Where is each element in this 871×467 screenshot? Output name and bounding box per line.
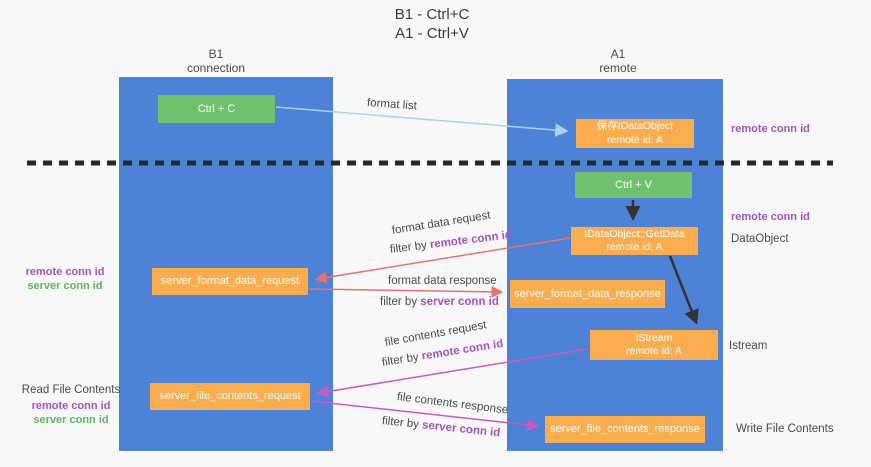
lane-b1-name: B1 [208,47,224,61]
remote-conn-id-text: remote conn id [420,337,505,363]
diagram-title: B1 - Ctrl+C A1 - Ctrl+V [332,6,532,44]
node-file-response-label: server_file_contents_response [550,423,700,436]
node-istream-line2: remote id: A [625,345,683,357]
node-istream: IStream remote id: A [590,330,718,360]
filter-by-text: filter by [381,350,423,369]
filter-by-text: filter by [381,415,423,432]
format-data-response-filter-label: filter by server conn id [380,296,499,308]
remote-conn-id-text: remote conn id [429,229,513,252]
node-format-response-label: server_format_data_response [514,287,661,300]
right-dataobject-label: DataObject [731,233,789,245]
file-contents-response-filter-label: filter by server conn id [381,415,500,439]
right-write-file-contents-label: Write File Contents [736,423,834,435]
lane-header-a1: A1 remote [558,47,678,76]
left-server-conn-id-bottom: server conn id [33,414,109,426]
node-format-request-label: server_format_data_request [160,275,300,288]
node-server-file-contents-response: server_file_contents_response [545,416,705,443]
node-idataobject-getdata: IDataObject::GetData remote id: A [571,227,698,255]
node-ctrl-v-label: Ctrl + V [615,178,652,191]
node-ctrl-v: Ctrl + V [575,172,692,198]
left-read-file-contents-label: Read File Contents [21,384,121,396]
format-data-response-label: format data response [388,275,497,287]
left-server-conn-id-mid: server conn id [27,280,103,292]
node-save-idataobject: 保存IDataObject remote id: A [576,119,694,148]
node-save-idataobject-line1: 保存IDataObject [596,120,674,133]
node-ctrl-c-label: Ctrl + C [197,102,236,115]
node-ctrl-c: Ctrl + C [158,95,275,123]
node-server-format-data-request: server_format_data_request [152,268,308,295]
lane-header-b1: B1 connection [156,47,276,76]
filter-by-text: filter by [389,239,431,256]
lane-a1-subtitle: remote [599,61,637,76]
left-remote-conn-id-bottom: remote conn id [31,400,111,412]
left-remote-conn-id-mid: remote conn id [25,266,105,278]
format-data-response-arrow [308,285,504,298]
right-istream-label: Istream [729,340,768,352]
filter-by-text: filter by [380,296,421,308]
node-getdata-line1: IDataObject::GetData [584,227,685,240]
title-line-2: A1 - Ctrl+V [395,24,469,42]
node-getdata-line2: remote id: A [606,241,663,253]
server-conn-id-text: server conn id [421,419,501,440]
right-remote-conn-id-mid: remote conn id [731,211,810,223]
node-file-request-label: server_file_contents_request [159,390,301,403]
node-server-format-data-response: server_format_data_response [510,280,665,308]
file-contents-response-label: file contents response [396,391,509,417]
node-save-idataobject-line2: remote id: A [606,133,664,146]
lane-b1-subtitle: connection [186,61,246,76]
node-istream-line1: IStream [635,331,673,344]
format-list-label: format list [366,97,418,113]
lane-a1-name: A1 [610,47,626,61]
title-line-1: B1 - Ctrl+C [394,6,470,23]
node-server-file-contents-request: server_file_contents_request [150,383,310,410]
right-remote-conn-id-top: remote conn id [731,123,810,135]
server-conn-id-text: server conn id [420,296,499,308]
